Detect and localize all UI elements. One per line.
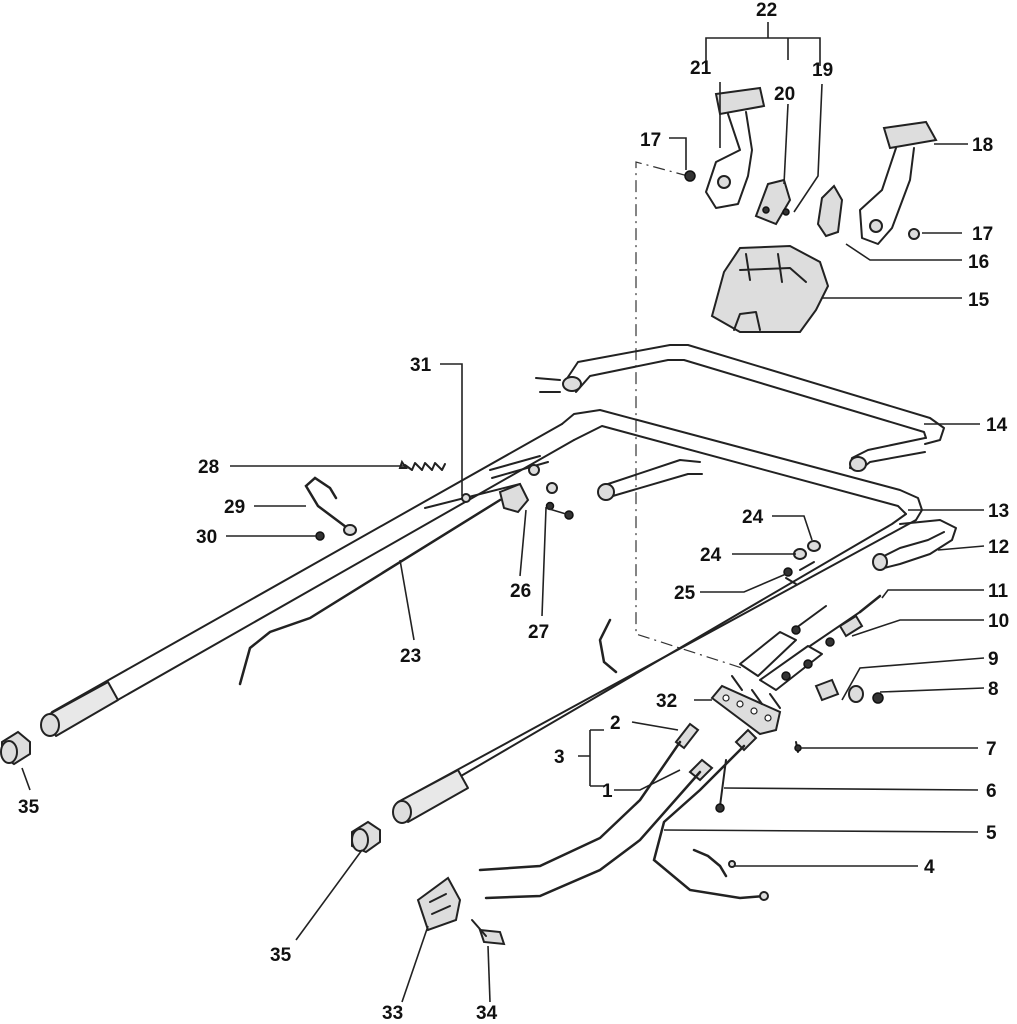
- callout-6: 6: [986, 781, 997, 802]
- end-cap-part-35-right: [351, 820, 381, 854]
- callout-32: 32: [656, 691, 677, 712]
- callout-2: 2: [610, 713, 621, 734]
- callout-5: 5: [986, 823, 997, 844]
- callout-1: 1: [602, 781, 613, 802]
- bracket-part-33: [416, 876, 462, 932]
- rod-part-31: [424, 483, 521, 509]
- callout-29: 29: [224, 497, 245, 518]
- nut-part-8: [872, 692, 884, 704]
- callout-8: 8: [988, 679, 999, 700]
- lever-part-21: [705, 86, 766, 209]
- callout-4: 4: [924, 857, 935, 878]
- callout-22: 22: [756, 0, 777, 21]
- cable-fittings: [674, 722, 758, 782]
- callout-9: 9: [988, 649, 999, 670]
- callout-10: 10: [988, 611, 1009, 632]
- adjuster-knob: [814, 678, 840, 702]
- callout-12: 12: [988, 537, 1009, 558]
- bolt-part-6: [715, 759, 727, 813]
- callout-15: 15: [968, 290, 990, 311]
- callout-7: 7: [986, 739, 997, 760]
- callout-26: 26: [510, 581, 531, 602]
- leader-lines: [21, 22, 985, 1003]
- control-levers-assembly: [731, 605, 861, 709]
- nut-part-30: [315, 531, 325, 541]
- callout-23: 23: [400, 646, 421, 667]
- left-bracket-hardware: [489, 455, 574, 520]
- callout-16: 16: [968, 252, 989, 273]
- callout-11: 11: [988, 581, 1009, 602]
- spring-part-28: [398, 459, 446, 471]
- callout-18: 18: [972, 135, 993, 156]
- cable-part-29: [304, 476, 352, 532]
- end-cap-part-35-left: [0, 730, 31, 766]
- callouts: 22 21 20 19 17 18 17 16 15 14 13 12 11 1…: [18, 0, 1009, 1024]
- cable-part-5: [652, 744, 766, 900]
- cable-end-part-11: [858, 594, 882, 614]
- cable-part-23: [238, 498, 502, 686]
- callout-31: 31: [410, 355, 432, 376]
- fittings-part-24-25: [783, 540, 821, 585]
- callout-28: 28: [198, 457, 219, 478]
- washer-part-9: [848, 685, 864, 703]
- callout-35-left: 35: [18, 797, 40, 818]
- callout-27: 27: [528, 622, 549, 643]
- cable-part-2: [478, 740, 682, 872]
- upper-bar-part-14: [535, 344, 945, 472]
- callout-3: 3: [554, 747, 565, 768]
- callout-17-right: 17: [972, 224, 993, 245]
- lower-bracket-part-12: [872, 519, 957, 571]
- cross-support: [597, 459, 703, 501]
- nut-part-17-left: [684, 170, 696, 182]
- plate-part-20: [754, 178, 792, 226]
- lever-part-18: [859, 120, 938, 245]
- callout-30: 30: [196, 527, 217, 548]
- washer-part-19: [782, 208, 790, 216]
- callout-21: 21: [690, 58, 712, 79]
- callout-20: 20: [774, 84, 795, 105]
- control-bracket-part-32: [710, 684, 782, 736]
- callout-35-right: 35: [270, 945, 292, 966]
- callout-19: 19: [812, 60, 833, 81]
- callout-24-upper: 24: [742, 507, 764, 528]
- callout-25: 25: [674, 583, 696, 604]
- washer-part-17-right: [908, 228, 920, 240]
- handle-frame-part-13: [40, 409, 923, 824]
- callout-34: 34: [476, 1003, 498, 1024]
- loose-clip: [598, 618, 618, 674]
- callout-13: 13: [988, 501, 1009, 522]
- callout-24-lower: 24: [700, 545, 722, 566]
- cable-part-1: [484, 770, 702, 900]
- spring-part-10: [838, 614, 864, 638]
- callout-17-left: 17: [640, 130, 661, 151]
- clip-part-4: [692, 848, 728, 878]
- cover-part-15: [710, 244, 830, 333]
- callout-33: 33: [382, 1003, 403, 1024]
- bolt-part-34: [471, 919, 506, 946]
- alignment-line: [635, 161, 743, 669]
- callout-14: 14: [986, 415, 1008, 436]
- cam-part-16: [816, 184, 844, 238]
